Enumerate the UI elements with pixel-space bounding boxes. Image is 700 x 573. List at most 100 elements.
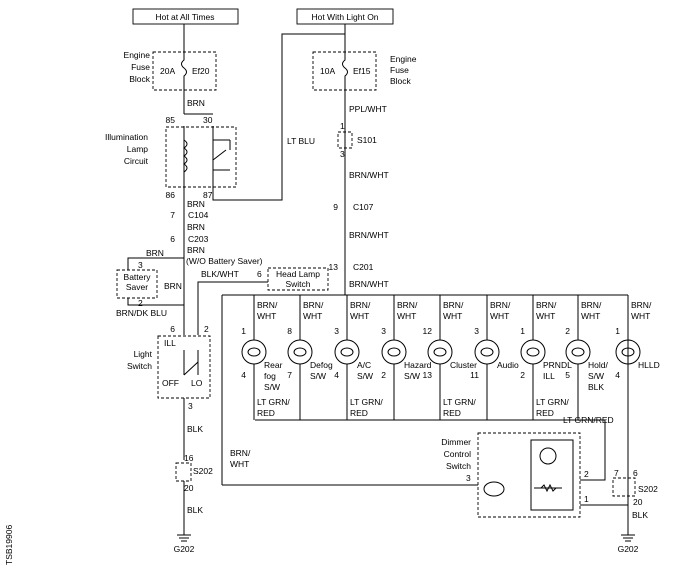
lamp-wire-label: BRN/ (350, 300, 371, 310)
wire-label-lt-blu: LT BLU (287, 136, 315, 146)
pin-85: 85 (166, 115, 176, 125)
wire-label-blk-2: BLK (187, 505, 203, 515)
pin-1-s101: 1 (340, 121, 345, 131)
lamp-label: S/W (588, 371, 604, 381)
label-wo-battery-saver: (W/O Battery Saver) (186, 256, 263, 266)
pin-87: 87 (203, 190, 213, 200)
lamp-wire-label: WHT (536, 311, 555, 321)
connector-c203: C203 (188, 234, 209, 244)
hot-at-all-times-box: Hot at All Times (132, 8, 239, 25)
pin-3-dimmer: 3 (466, 473, 471, 483)
pin-1-dimmer: 1 (584, 494, 589, 504)
illumination-lamp-circuit: 85 30 86 87 Illumination Lamp Circuit (105, 113, 237, 200)
lamp-return-label: RED (536, 408, 554, 418)
hot-with-light-on-label: Hot With Light On (311, 12, 378, 22)
ls-lo: LO (191, 378, 203, 388)
lamp-return-label: RED (443, 408, 461, 418)
pin-2-dimmer: 2 (584, 469, 589, 479)
pin-7-c104: 7 (170, 210, 175, 220)
lamp-pin-bottom: 7 (287, 370, 292, 380)
fuse-ef15-name: Ef15 (353, 66, 371, 76)
lamp-wire-label: WHT (581, 311, 600, 321)
lamp-pin-top: 3 (381, 326, 386, 336)
lamp-pin-top: 1 (241, 326, 246, 336)
lamp-return-label: LT GRN/ (350, 397, 383, 407)
ls-off: OFF (162, 378, 179, 388)
illum-title-1: Illumination (105, 132, 148, 142)
ls-title-1: Light (134, 349, 153, 359)
wire-label-brn-left-2: WHT (230, 459, 249, 469)
wire-label-brn-3: BRN (187, 222, 205, 232)
wire-label-brn-wht-2: BRN/WHT (349, 230, 389, 240)
ls-ill: ILL (164, 338, 176, 348)
ls-title-2: Switch (127, 361, 152, 371)
ground-g202-left: G202 (174, 544, 195, 554)
head-lamp-label-2: Switch (285, 279, 310, 289)
splice-s202-left: 16 S202 20 BLK G202 (174, 453, 214, 554)
pin-2-bs: 2 (138, 298, 143, 308)
splice-s101 (337, 131, 353, 149)
dimmer-title-2: Control (444, 449, 472, 459)
lamp-pin-top: 1 (520, 326, 525, 336)
light-switch: BLK/WHT 6 Head Lamp Switch 6 2 ILL OFF L… (127, 267, 329, 460)
battery-saver-label-1: Battery (124, 272, 152, 282)
lamp-label: fog (264, 371, 276, 381)
lamp-pin-bottom: 4 (334, 370, 339, 380)
fuse-left-title-1: Engine (124, 50, 151, 60)
connector-c104: C104 (188, 210, 209, 220)
battery-saver-label-2: Saver (126, 282, 148, 292)
lamp-pin-bottom: 13 (423, 370, 433, 380)
lamp-pin-top: 8 (287, 326, 292, 336)
lamp-pin-top: 3 (474, 326, 479, 336)
lamp-pin-bottom: 4 (615, 370, 620, 380)
fuse-ef15: 10A Ef15 Engine Fuse Block (312, 24, 417, 91)
s202-left-label: S202 (193, 466, 213, 476)
illum-title-2: Lamp (127, 144, 149, 154)
hot-at-all-times-label: Hot at All Times (155, 12, 214, 22)
lamp-label: S/W (264, 382, 280, 392)
pin-6-head-lamp: 6 (257, 269, 262, 279)
pin-2-ls: 2 (204, 324, 209, 334)
connector-c201: C201 (353, 262, 374, 272)
lamp-label: Audio (497, 360, 519, 370)
pin-30: 30 (203, 115, 213, 125)
wire-label-brn-4: BRN (187, 245, 205, 255)
wire-label-brn-bs: BRN (146, 248, 164, 258)
lamp-wire-label: BRN/ (490, 300, 511, 310)
lamp-pin-top: 2 (565, 326, 570, 336)
lamp-wire-label: BRN/ (303, 300, 324, 310)
lamp-wire-label: BRN/ (536, 300, 557, 310)
lamp-pin-bottom: 5 (565, 370, 570, 380)
lamp-label: Rear (264, 360, 283, 370)
lamp-wire-label: BRN/ (257, 300, 278, 310)
lamp-label: S/W (310, 371, 326, 381)
pin-86: 86 (166, 190, 176, 200)
pin-20-right: 20 (633, 497, 643, 507)
connector-c107: C107 (353, 202, 374, 212)
lamp-wire-label: WHT (397, 311, 416, 321)
lamp-wire-label: WHT (257, 311, 276, 321)
wire-label-blk-1: BLK (187, 424, 203, 434)
lamp-wire-label: WHT (303, 311, 322, 321)
pin-20-left: 20 (184, 483, 194, 493)
lamp-pin-bottom: 2 (381, 370, 386, 380)
lamp-wire-label: WHT (631, 311, 650, 321)
lamp-wire-label: WHT (443, 311, 462, 321)
s202-right-label: S202 (638, 484, 658, 494)
lamp-label: HLLD (638, 360, 660, 370)
lamp-pin-top: 3 (334, 326, 339, 336)
pin-3-bs: 3 (138, 260, 143, 270)
wire-label-blk-wht: BLK/WHT (201, 269, 239, 279)
lamp-return-label: LT GRN/ (257, 397, 290, 407)
splice-s101-label: S101 (357, 135, 377, 145)
lamp-label: PRNDL (543, 360, 572, 370)
lamp-pin-bottom: 4 (241, 370, 246, 380)
